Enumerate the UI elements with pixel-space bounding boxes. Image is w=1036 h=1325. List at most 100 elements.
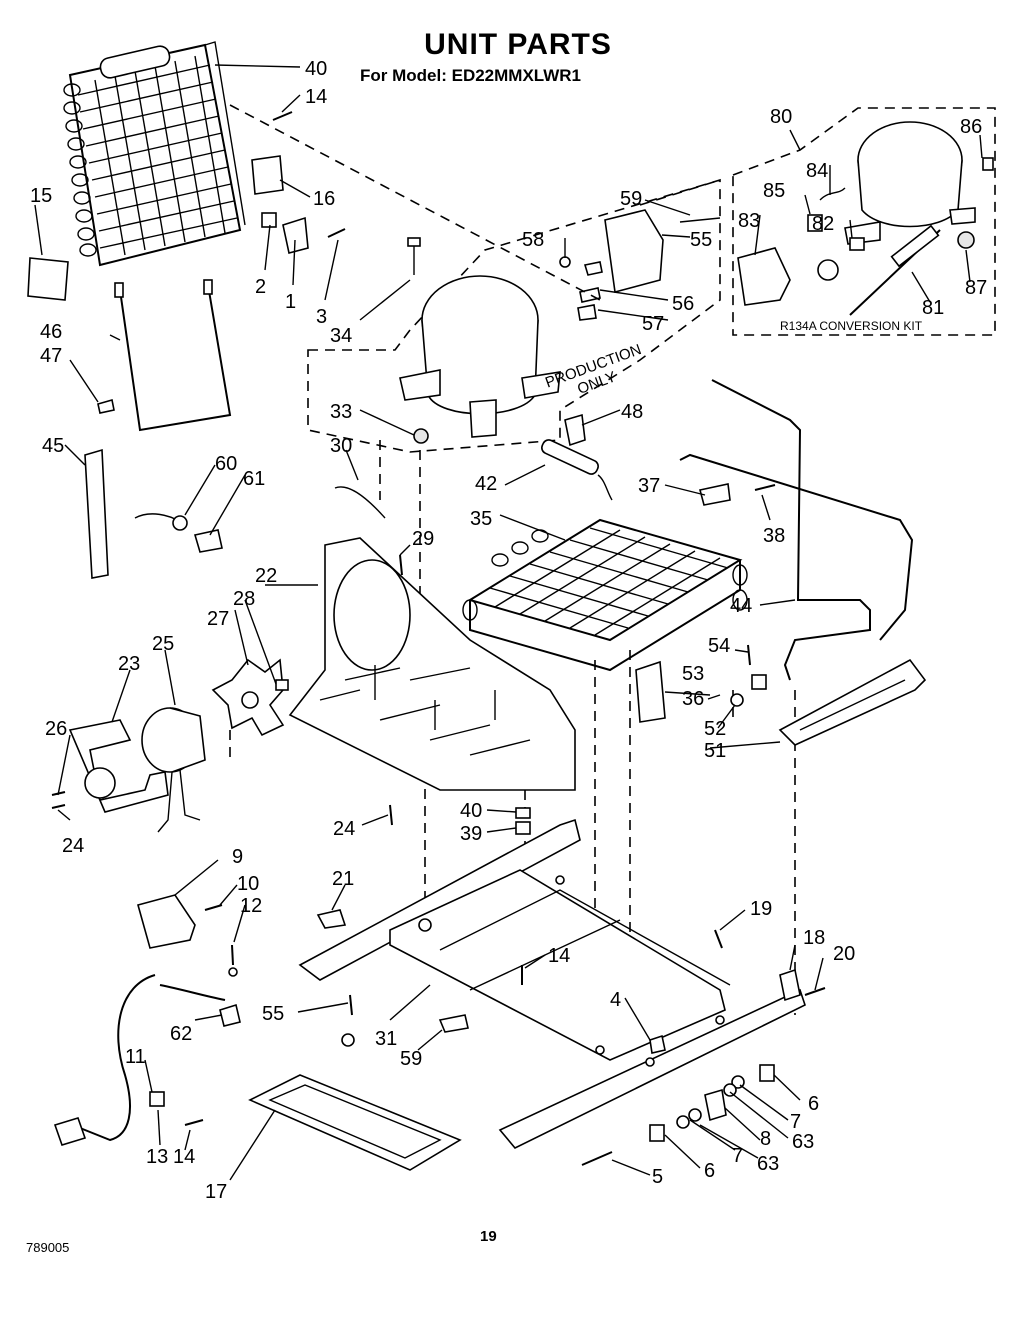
callout-29: 29 — [412, 528, 434, 550]
part-83-relay — [737, 247, 791, 306]
callout-60: 60 — [215, 453, 237, 475]
callout-1: 1 — [285, 291, 296, 313]
callout-52: 54 — [708, 635, 730, 657]
callout-26: 26 — [45, 718, 67, 740]
callout-24-left: 24 — [62, 835, 84, 857]
callout-30: 30 — [330, 435, 352, 457]
callout-63-right: 63 — [792, 1131, 814, 1153]
page-number: 19 — [480, 1228, 497, 1245]
callout-55: 56 — [672, 293, 694, 315]
callout-3: 3 — [316, 306, 327, 328]
callout-16: 16 — [313, 188, 335, 210]
callout-2: 2 — [255, 276, 266, 298]
callout-59: 59 — [400, 1048, 422, 1070]
callout-48: 48 — [621, 401, 643, 423]
callout-40: 40 — [460, 800, 482, 822]
callout-80: 80 — [770, 106, 792, 128]
callout-21: 21 — [332, 868, 354, 890]
callout-56: 57 — [642, 313, 664, 335]
callout-12: 12 — [240, 895, 262, 917]
callout-33: 33 — [330, 401, 352, 423]
callout-22: 22 — [255, 565, 277, 587]
compressor-production-only — [399, 275, 561, 444]
callout-34: 34 — [330, 325, 352, 347]
callout-84: 84 — [806, 160, 828, 182]
callout-6-right: 6 — [808, 1093, 819, 1115]
callout-31: 31 — [375, 1028, 397, 1050]
callout-15: 15 — [30, 185, 52, 207]
callout-50: 52 — [704, 718, 726, 740]
part-17-drain-pan — [248, 1074, 462, 1171]
callout-4: 4 — [610, 989, 621, 1011]
callout-47: 47 — [40, 345, 62, 367]
callout-42: 42 — [475, 473, 497, 495]
callout-49: 51 — [704, 740, 726, 762]
callout-19: 19 — [750, 898, 772, 920]
callout-51: 53 — [682, 663, 704, 685]
callout-10: 10 — [237, 873, 259, 895]
callout-61: 61 — [243, 468, 265, 490]
part-9-cover — [137, 894, 196, 949]
part-1-bracket — [282, 216, 309, 254]
callout-86: 86 — [960, 116, 982, 138]
callout-54: 55 — [690, 229, 712, 251]
model-subtitle: For Model: ED22MMXLWR1 — [360, 66, 582, 85]
callout-43: 40 — [305, 58, 327, 80]
part-11-power-cord — [53, 974, 226, 1146]
part-25-fan-motor — [141, 707, 206, 833]
part-16-block — [251, 155, 284, 195]
callout-58: 59 — [620, 188, 642, 210]
callout-36: 36 — [682, 688, 704, 710]
callout-6-left: 6 — [704, 1160, 715, 1182]
part-27-fan-blade — [211, 658, 285, 737]
callout-38: 38 — [763, 525, 785, 547]
callout-5: 5 — [652, 1166, 663, 1188]
drawing-code: 789005 — [26, 1240, 70, 1255]
part-44-tubing — [711, 379, 871, 681]
callout-25: 25 — [152, 633, 174, 655]
leader-lines — [34, 64, 983, 1181]
callout-18: 18 — [803, 927, 825, 949]
callout-44: 44 — [730, 595, 752, 617]
callout-37: 37 — [638, 475, 660, 497]
callout-28: 28 — [233, 588, 255, 610]
callout-57: 58 — [522, 229, 544, 251]
condenser-coil-drawing — [63, 41, 246, 267]
callout-23: 23 — [118, 653, 140, 675]
callout-9: 9 — [232, 846, 243, 868]
callout-11: 11 — [125, 1046, 146, 1068]
part-54-relay-cover — [604, 209, 664, 294]
callout-13: 13 — [146, 1146, 168, 1168]
callout-7-right: 7 — [790, 1111, 801, 1133]
callout-85: 85 — [763, 180, 785, 202]
callout-87: 87 — [965, 277, 987, 299]
callout-53: 55 — [262, 1003, 284, 1025]
callout-7-left: 7 — [732, 1145, 743, 1167]
callout-20: 20 — [833, 943, 855, 965]
callout-14-mid: 14 — [548, 945, 570, 967]
callout-63-left: 63 — [757, 1153, 779, 1175]
part-45-strap — [84, 448, 109, 579]
part-49-drain-trough — [778, 658, 927, 746]
callout-82: 82 — [812, 213, 834, 235]
callout-39: 39 — [460, 823, 482, 845]
callout-14-top: 14 — [305, 86, 327, 108]
part-46-heater-wire — [119, 284, 232, 432]
r134a-kit-label: R134A CONVERSION KIT — [780, 319, 923, 333]
callout-83: 83 — [738, 210, 760, 232]
r134a-compressor — [844, 121, 994, 249]
page-title: UNIT PARTS — [424, 28, 612, 61]
drain-fittings — [581, 1064, 775, 1166]
callout-35: 35 — [470, 508, 492, 530]
part-2-clip — [261, 212, 277, 228]
part-22-mounting-plate — [288, 537, 576, 791]
callout-81: 81 — [922, 297, 944, 319]
callout-27: 27 — [207, 608, 229, 630]
callout-62: 62 — [170, 1023, 192, 1045]
callout-45: 45 — [42, 435, 64, 457]
callout-17: 17 — [205, 1181, 227, 1203]
part-15-pad — [27, 257, 69, 301]
